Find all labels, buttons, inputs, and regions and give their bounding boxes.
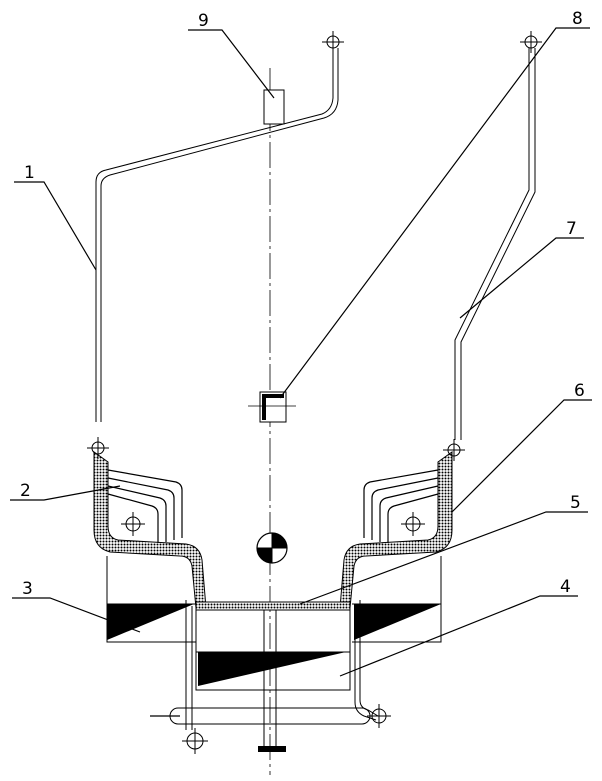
right-coils bbox=[363, 469, 439, 543]
item-8-symbol bbox=[248, 391, 296, 423]
label-5: 5 bbox=[570, 493, 581, 513]
crosshair-symbols bbox=[87, 31, 542, 754]
left-outer-box bbox=[106, 556, 196, 643]
right-outer-box bbox=[352, 556, 442, 643]
label-8: 8 bbox=[572, 9, 583, 29]
bottom-horizontal-pipe bbox=[150, 610, 371, 752]
label-7: 7 bbox=[566, 219, 577, 239]
label-1: 1 bbox=[24, 163, 35, 183]
label-3: 3 bbox=[22, 579, 33, 599]
item-9-rectangle bbox=[263, 89, 285, 125]
label-4: 4 bbox=[560, 577, 571, 597]
top-left-nozzle bbox=[95, 48, 339, 422]
lower-vessel bbox=[185, 600, 379, 730]
bottom-lining-strip bbox=[195, 601, 351, 611]
left-lining bbox=[93, 451, 207, 609]
left-coils bbox=[107, 469, 183, 543]
label-6: 6 bbox=[574, 381, 585, 401]
label-2: 2 bbox=[20, 481, 31, 501]
leader-lines bbox=[10, 27, 592, 677]
label-9: 9 bbox=[198, 11, 209, 31]
right-lining bbox=[339, 451, 453, 609]
top-right-pipe bbox=[454, 48, 536, 440]
center-of-gravity-symbol bbox=[256, 532, 288, 564]
